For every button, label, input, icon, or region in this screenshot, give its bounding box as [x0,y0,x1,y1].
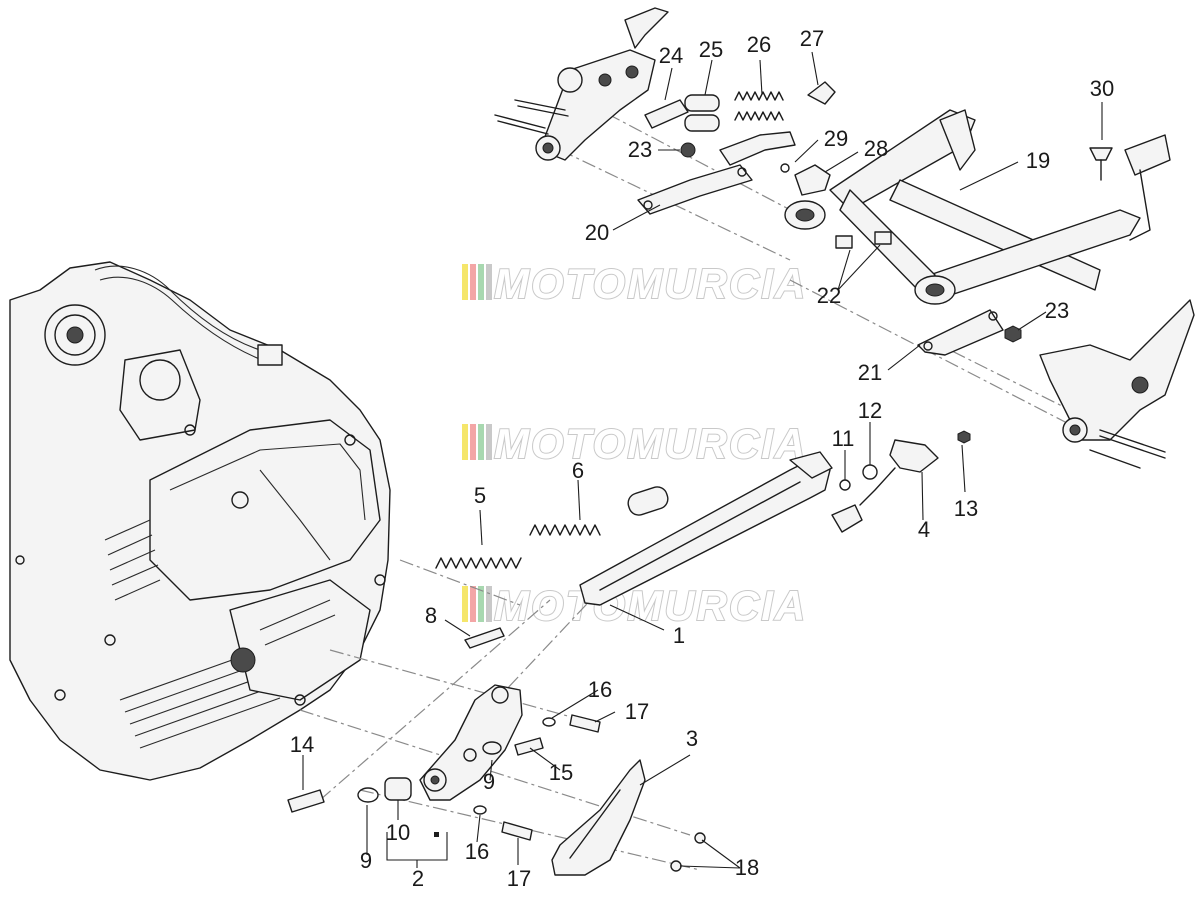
right-plate-assembly [917,309,1022,356]
callout-29: 29 [824,126,848,151]
watermark-top: MOTOMURCIA [462,259,807,308]
springs-group [435,486,669,569]
callout-16-top: 16 [588,677,612,702]
side-stand [579,451,833,606]
callout-24: 24 [659,43,683,68]
small-fasteners [287,714,706,872]
callout-1: 1 [673,623,685,648]
callout-4: 4 [918,517,930,542]
callout-19: 19 [1026,148,1050,173]
callout-27: 27 [800,26,824,51]
rear-footrest-bracket [494,7,836,215]
callout-3: 3 [686,726,698,751]
callout-9-right: 9 [483,769,495,794]
callout-11: 11 [832,426,855,451]
center-stand [784,109,1171,305]
callout-10: 10 [386,820,410,845]
callout-21: 21 [858,360,882,385]
callout-9-left: 9 [360,848,372,873]
pin-8 [464,627,505,649]
callout-30: 30 [1090,76,1114,101]
callout-18: 18 [735,855,759,880]
callout-13: 13 [954,496,978,521]
watermark-text: MOTOMURCIA [494,260,807,307]
callout-17-top: 17 [625,699,649,724]
sidestand-sensor [831,430,971,533]
callout-20: 20 [585,220,609,245]
callout-17-bottom: 17 [507,866,531,891]
callout-12: 12 [858,398,882,423]
watermark-text: MOTOMURCIA [494,582,807,629]
callout-2: 2 [412,866,424,891]
watermark-text: MOTOMURCIA [494,420,807,467]
callout-23-right: 23 [1045,298,1069,323]
callout-14: 14 [290,732,314,757]
callout-numbers: 24 25 26 27 23 29 28 19 30 20 22 23 21 5… [290,26,1114,891]
callout-28: 28 [864,136,888,161]
callout-8: 8 [425,603,437,628]
watermark-bottom: MOTOMURCIA [462,581,807,630]
callout-15: 15 [549,760,573,785]
watermark-middle: MOTOMURCIA [462,419,807,468]
callout-16-bottom: 16 [465,839,489,864]
engine-block [9,261,391,781]
callout-23-top: 23 [628,137,652,162]
callout-5: 5 [474,483,486,508]
lower-bracket [357,684,523,803]
cover-3 [551,759,646,876]
leader-lines [302,51,1103,869]
callout-26: 26 [747,32,771,57]
callout-25: 25 [699,37,723,62]
right-footrest-bracket [1039,299,1195,469]
callout-22: 22 [817,283,841,308]
callout-6: 6 [572,458,584,483]
